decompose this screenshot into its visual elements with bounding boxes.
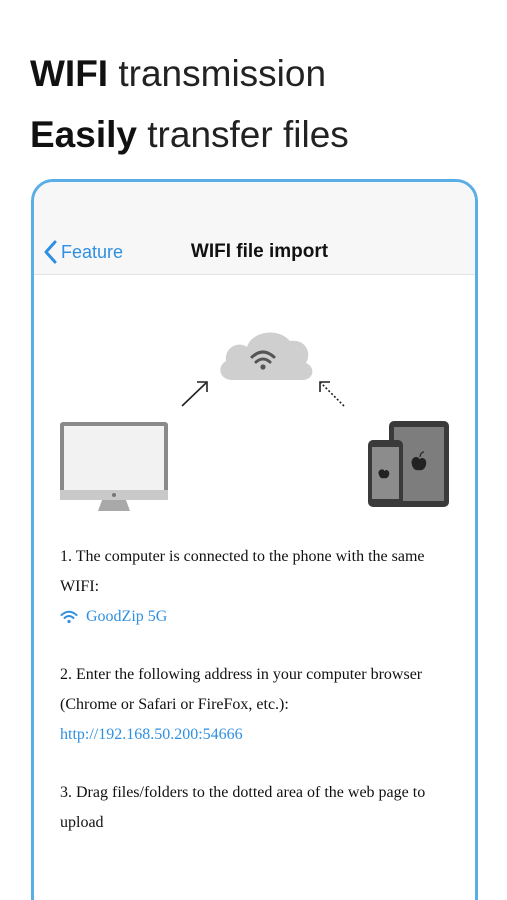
headline-line-1: WIFI transmission	[30, 52, 326, 96]
instructions: 1. The computer is connected to the phon…	[60, 542, 460, 838]
nav-title: WIFI file import	[190, 241, 329, 262]
arrow-to-cloud-left	[181, 381, 208, 407]
headline-bold-2: Easily	[30, 114, 137, 155]
phone-screen-frame: Feature WIFI file import	[31, 179, 478, 900]
wifi-network-name: GoodZip 5G	[86, 608, 168, 625]
headline-rest-1: transmission	[108, 53, 327, 94]
navigation-bar: Feature WIFI file import	[34, 182, 475, 275]
cloud-wifi-icon	[220, 332, 313, 380]
wifi-icon	[60, 610, 78, 624]
back-button[interactable]: Feature	[43, 238, 123, 266]
wifi-transfer-illustration	[60, 332, 449, 511]
wifi-network-row: GoodZip 5G	[60, 602, 460, 632]
arrow-to-cloud-right	[319, 381, 345, 407]
back-button-label: Feature	[61, 241, 124, 262]
step-1-text: 1. The computer is connected to the phon…	[60, 548, 425, 595]
headline-rest-2: transfer files	[136, 114, 349, 155]
desktop-computer-icon	[60, 422, 168, 511]
step-2-text: 2. Enter the following address in your c…	[60, 666, 423, 713]
headline-bold-1: WIFI	[30, 53, 109, 94]
chevron-left-icon	[44, 240, 57, 264]
headline-line-2: Easily transfer files	[30, 113, 349, 157]
tablet-phone-icon	[368, 421, 449, 507]
server-address-link[interactable]: http://192.168.50.200:54666	[60, 726, 243, 743]
step-3-text: 3. Drag files/folders to the dotted area…	[60, 784, 426, 831]
